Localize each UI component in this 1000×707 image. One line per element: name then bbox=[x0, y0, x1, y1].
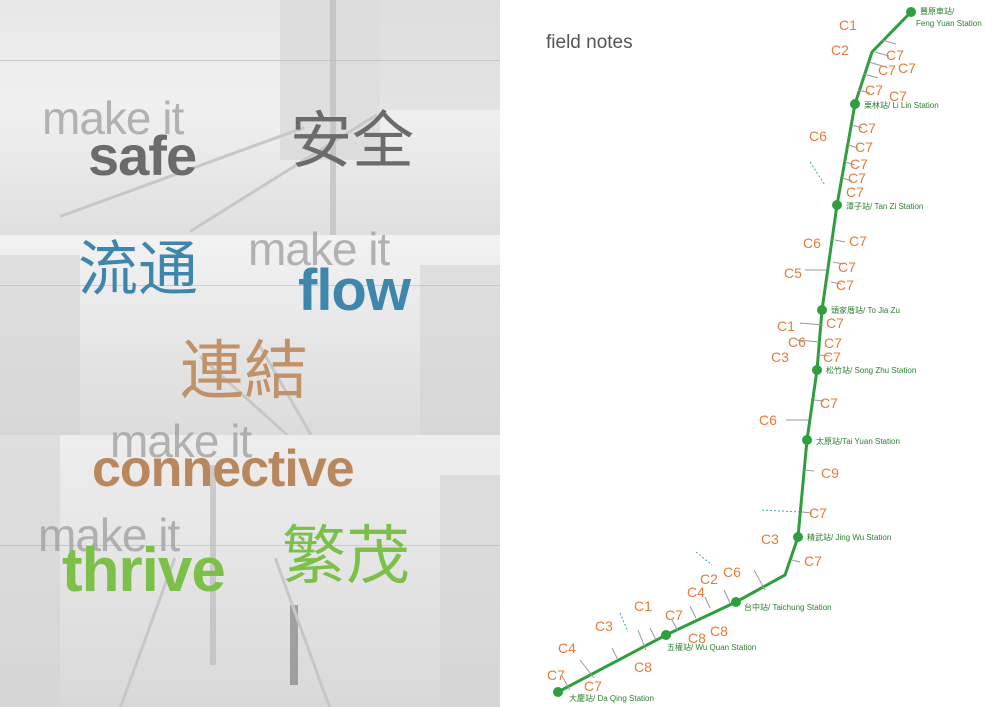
svg-text:栗林站/ Li Lin Station: 栗林站/ Li Lin Station bbox=[864, 100, 939, 110]
code-label: C7 bbox=[846, 184, 864, 200]
svg-text:頭家厝站/ To Jia Zu: 頭家厝站/ To Jia Zu bbox=[831, 305, 900, 315]
code-label: C4 bbox=[687, 584, 705, 600]
safe-chinese: 安全 bbox=[290, 104, 415, 177]
station-taichung[interactable]: 台中站/ Taichung Station bbox=[731, 597, 832, 612]
code-label: C7 bbox=[898, 60, 916, 76]
code-label: C7 bbox=[878, 62, 896, 78]
code-label: C7 bbox=[665, 607, 683, 623]
code-label: C8 bbox=[688, 630, 706, 646]
svg-text:太原站/Tai Yuan Station: 太原站/Tai Yuan Station bbox=[816, 436, 900, 446]
svg-text:大慶站/ Da Qing Station: 大慶站/ Da Qing Station bbox=[569, 693, 654, 703]
svg-text:Feng Yuan Station: Feng Yuan Station bbox=[916, 19, 982, 28]
station-da-qing[interactable]: 大慶站/ Da Qing Station bbox=[553, 687, 654, 703]
code-label: C7 bbox=[826, 315, 844, 331]
route-ticks bbox=[561, 39, 897, 691]
code-label: C7 bbox=[855, 139, 873, 155]
route-map: 豐原車站/ Feng Yuan Station 栗林站/ Li Lin Stat… bbox=[547, 6, 982, 703]
code-label: C3 bbox=[595, 618, 613, 634]
make-it-label: make it bbox=[38, 509, 180, 561]
station-to-jia-zu[interactable]: 頭家厝站/ To Jia Zu bbox=[817, 305, 900, 315]
code-label: C7 bbox=[849, 233, 867, 249]
station-jing-wu[interactable]: 精武站/ Jing Wu Station bbox=[793, 532, 891, 542]
thrive-word: thrive bbox=[62, 536, 226, 605]
make-it-label: make it bbox=[110, 415, 252, 467]
code-label: C1 bbox=[839, 17, 857, 33]
make-it-label: make it bbox=[42, 92, 184, 144]
map-title: field notes bbox=[546, 32, 633, 53]
code-label: C6 bbox=[788, 334, 806, 350]
station-li-lin[interactable]: 栗林站/ Li Lin Station bbox=[850, 99, 939, 110]
code-label: C6 bbox=[759, 412, 777, 428]
station-feng-yuan[interactable]: 豐原車站/ Feng Yuan Station bbox=[906, 6, 982, 28]
code-label: C7 bbox=[850, 156, 868, 172]
code-label: C3 bbox=[771, 349, 789, 365]
poster-panel: make it safe 安全 流通 make it flow 連結 make … bbox=[0, 0, 500, 707]
rail-route-line bbox=[557, 10, 913, 694]
station-wu-quan[interactable]: 五權站/ Wu Quan Station bbox=[661, 630, 756, 652]
code-label: C7 bbox=[824, 335, 842, 351]
railway-photo-1 bbox=[0, 0, 500, 235]
svg-text:潭子站/ Tan Zi Station: 潭子站/ Tan Zi Station bbox=[846, 201, 923, 211]
condition-codes: C1 C2 C7 C7 C7 C7 C7 C6 C7 C7 C7 C7 C7 C… bbox=[547, 17, 916, 694]
code-label: C5 bbox=[784, 265, 802, 281]
connective-word: connective bbox=[92, 440, 355, 498]
code-label: C7 bbox=[584, 678, 602, 694]
station-tan-zi[interactable]: 潭子站/ Tan Zi Station bbox=[832, 200, 923, 211]
svg-text:精武站/ Jing Wu Station: 精武站/ Jing Wu Station bbox=[807, 532, 891, 542]
code-label: C2 bbox=[831, 42, 849, 58]
code-label: C1 bbox=[777, 318, 795, 334]
code-label: C7 bbox=[547, 667, 565, 683]
code-label: C7 bbox=[858, 120, 876, 136]
make-it-label: make it bbox=[248, 223, 390, 275]
code-label: C7 bbox=[820, 395, 838, 411]
code-label: C9 bbox=[821, 465, 839, 481]
svg-text:五權站/ Wu Quan Station: 五權站/ Wu Quan Station bbox=[667, 642, 756, 652]
code-label: C3 bbox=[761, 531, 779, 547]
railway-photo-2 bbox=[0, 235, 500, 504]
svg-text:松竹站/ Song Zhu Station: 松竹站/ Song Zhu Station bbox=[826, 365, 916, 375]
flow-word: flow bbox=[298, 258, 411, 323]
code-label: C4 bbox=[558, 640, 576, 656]
code-label: C2 bbox=[700, 571, 718, 587]
code-label: C6 bbox=[809, 128, 827, 144]
code-label: C7 bbox=[809, 505, 827, 521]
code-label: C7 bbox=[865, 82, 883, 98]
svg-text:豐原車站/: 豐原車站/ bbox=[920, 6, 955, 16]
code-label: C8 bbox=[634, 659, 652, 675]
code-label: C6 bbox=[723, 564, 741, 580]
code-label: C7 bbox=[836, 277, 854, 293]
code-label: C1 bbox=[634, 598, 652, 614]
code-label: C7 bbox=[886, 47, 904, 63]
flow-chinese: 流通 bbox=[78, 235, 198, 305]
code-label: C8 bbox=[710, 623, 728, 639]
code-label: C6 bbox=[803, 235, 821, 251]
code-label: C7 bbox=[804, 553, 822, 569]
safe-word: safe bbox=[88, 124, 197, 187]
code-label: C7 bbox=[838, 259, 856, 275]
svg-text:台中站/ Taichung Station: 台中站/ Taichung Station bbox=[744, 602, 832, 612]
railway-photo-3 bbox=[0, 435, 500, 707]
station-song-zhu[interactable]: 松竹站/ Song Zhu Station bbox=[812, 365, 916, 375]
code-label: C7 bbox=[823, 349, 841, 365]
thrive-chinese: 繁茂 bbox=[282, 520, 410, 594]
code-label: C7 bbox=[848, 170, 866, 186]
stations: 豐原車站/ Feng Yuan Station 栗林站/ Li Lin Stat… bbox=[553, 6, 982, 703]
connect-chinese: 連結 bbox=[180, 335, 308, 409]
station-tai-yuan[interactable]: 太原站/Tai Yuan Station bbox=[802, 435, 900, 446]
code-label: C7 bbox=[889, 88, 907, 104]
